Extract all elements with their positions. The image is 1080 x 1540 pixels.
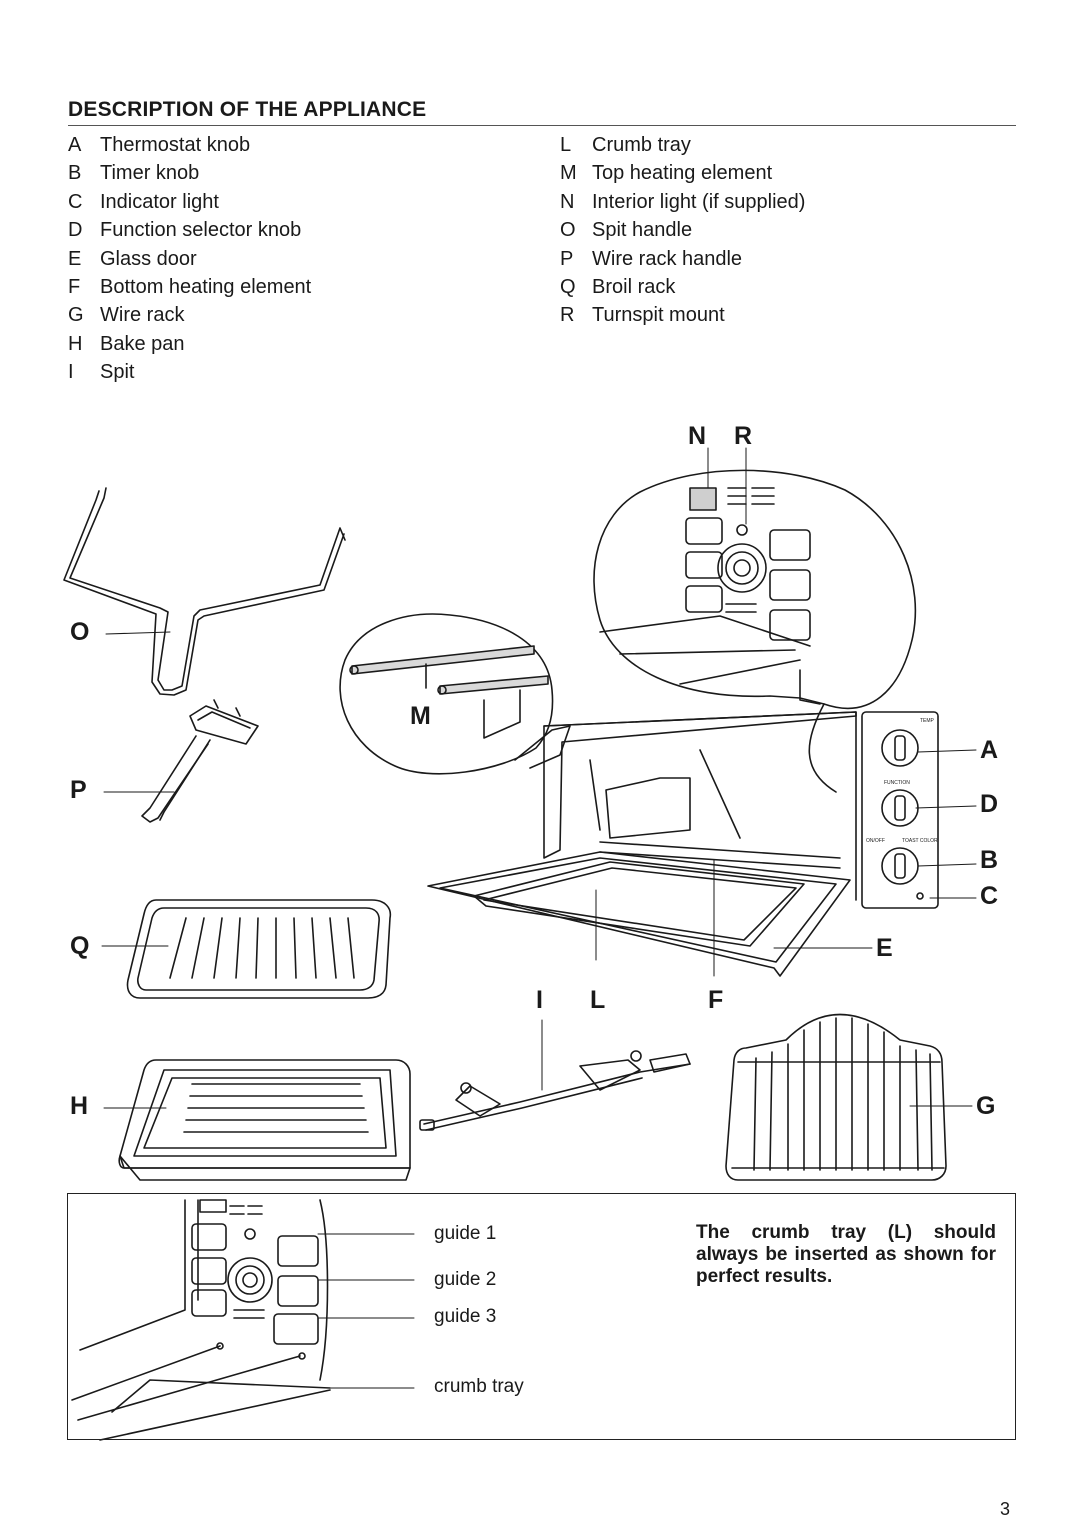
label-r: R: [734, 422, 753, 450]
part-name: Glass door: [100, 247, 197, 270]
part-key: P: [560, 247, 574, 270]
parts-list-right: L Crumb tray M Top heating element N Interi…: [560, 131, 805, 330]
part-item: H Bake pan: [68, 330, 311, 358]
title-rule: [68, 125, 1016, 126]
leader-lines: [101, 447, 977, 1109]
part-key: H: [68, 332, 83, 355]
part-key: A: [68, 134, 82, 156]
wire-rack-handle-drawing: [141, 699, 259, 823]
part-key: I: [68, 361, 74, 384]
inset-interior-drawing: [71, 1199, 415, 1441]
part-item: L Crumb tray: [560, 131, 805, 159]
part-name: Turnspit mount: [592, 304, 725, 327]
broil-rack-drawing: [126, 899, 392, 999]
label-h: H: [70, 1092, 89, 1120]
spit-drawing: [419, 1050, 691, 1131]
bake-pan-drawing: [118, 1059, 411, 1181]
part-item: C Indicator light: [68, 188, 311, 216]
label-m: M: [410, 702, 431, 730]
label-g: G: [976, 1092, 996, 1120]
part-item: E Glass door: [68, 245, 311, 273]
part-key: Q: [560, 275, 576, 298]
panel-temp-label: TEMP: [920, 718, 935, 724]
label-a: A: [980, 736, 999, 764]
part-name: Bake pan: [100, 332, 185, 355]
part-key: O: [560, 219, 576, 242]
part-key: E: [68, 247, 82, 270]
part-key: R: [560, 304, 575, 327]
part-item: F Bottom heating element: [68, 273, 311, 301]
part-name: Top heating element: [592, 162, 773, 185]
part-name: Interior light (if supplied): [592, 190, 806, 213]
part-item: M Top heating element: [560, 159, 805, 187]
part-name: Timer knob: [100, 162, 200, 185]
part-name: Function selector knob: [100, 219, 302, 242]
part-name: Crumb tray: [592, 134, 691, 156]
wire-rack-drawing: [725, 1013, 947, 1181]
part-key: M: [560, 162, 577, 185]
part-item: A Thermostat knob: [68, 131, 311, 159]
label-p: P: [70, 776, 87, 804]
part-key: N: [560, 190, 575, 213]
label-c: C: [980, 882, 999, 910]
label-n: N: [688, 422, 707, 450]
label-f: F: [708, 986, 724, 1014]
spit-handle-drawing: [63, 487, 346, 696]
guide-1-label: guide 1: [434, 1223, 497, 1244]
part-key: F: [68, 275, 81, 298]
part-item: G Wire rack: [68, 301, 311, 329]
panel-toast-label: TOAST COLOR: [902, 838, 938, 844]
part-key: D: [68, 219, 83, 242]
part-item: R Turnspit mount: [560, 301, 805, 329]
part-key: B: [68, 162, 82, 185]
crumb-tray-inset: [67, 1193, 1016, 1440]
guide-3-label: guide 3: [434, 1306, 497, 1327]
label-o: O: [70, 618, 90, 646]
interior-detail: [593, 469, 917, 793]
part-item: I Spit: [68, 358, 311, 386]
panel-onoff-label: ON/OFF: [866, 838, 885, 844]
part-key: G: [68, 304, 84, 327]
part-name: Bottom heating element: [100, 275, 312, 298]
part-name: Wire rack: [100, 304, 185, 327]
label-l: L: [590, 986, 606, 1014]
heating-element-detail: [339, 613, 571, 775]
part-item: Q Broil rack: [560, 273, 805, 301]
part-key: L: [560, 134, 572, 156]
part-key: C: [68, 190, 83, 213]
part-item: B Timer knob: [68, 159, 311, 187]
part-name: Indicator light: [100, 190, 219, 213]
part-name: Spit: [100, 361, 135, 384]
part-item: N Interior light (if supplied): [560, 188, 805, 216]
part-name: Spit handle: [592, 219, 693, 242]
oven-drawing: [427, 711, 939, 977]
guide-2-label: guide 2: [434, 1269, 497, 1290]
part-name: Wire rack handle: [592, 247, 743, 270]
part-item: D Function selector knob: [68, 216, 311, 244]
parts-list-left: A Thermostat knob B Timer knob C Indicator …: [68, 131, 311, 387]
label-e: E: [876, 934, 893, 962]
panel-function-label: FUNCTION: [884, 780, 910, 786]
page-number: 3: [1000, 1499, 1011, 1519]
part-item: P Wire rack handle: [560, 245, 805, 273]
part-item: O Spit handle: [560, 216, 805, 244]
part-name: Broil rack: [592, 275, 676, 298]
part-name: Thermostat knob: [100, 134, 251, 156]
crumb-tray-label: crumb tray: [434, 1376, 524, 1397]
label-i: I: [536, 986, 543, 1014]
label-q: Q: [70, 932, 90, 960]
label-b: B: [980, 846, 999, 874]
section-title: DESCRIPTION OF THE APPLIANCE: [68, 98, 427, 121]
label-d: D: [980, 790, 999, 818]
crumb-tray-note: The crumb tray (L) should always be inse…: [696, 1222, 996, 1287]
